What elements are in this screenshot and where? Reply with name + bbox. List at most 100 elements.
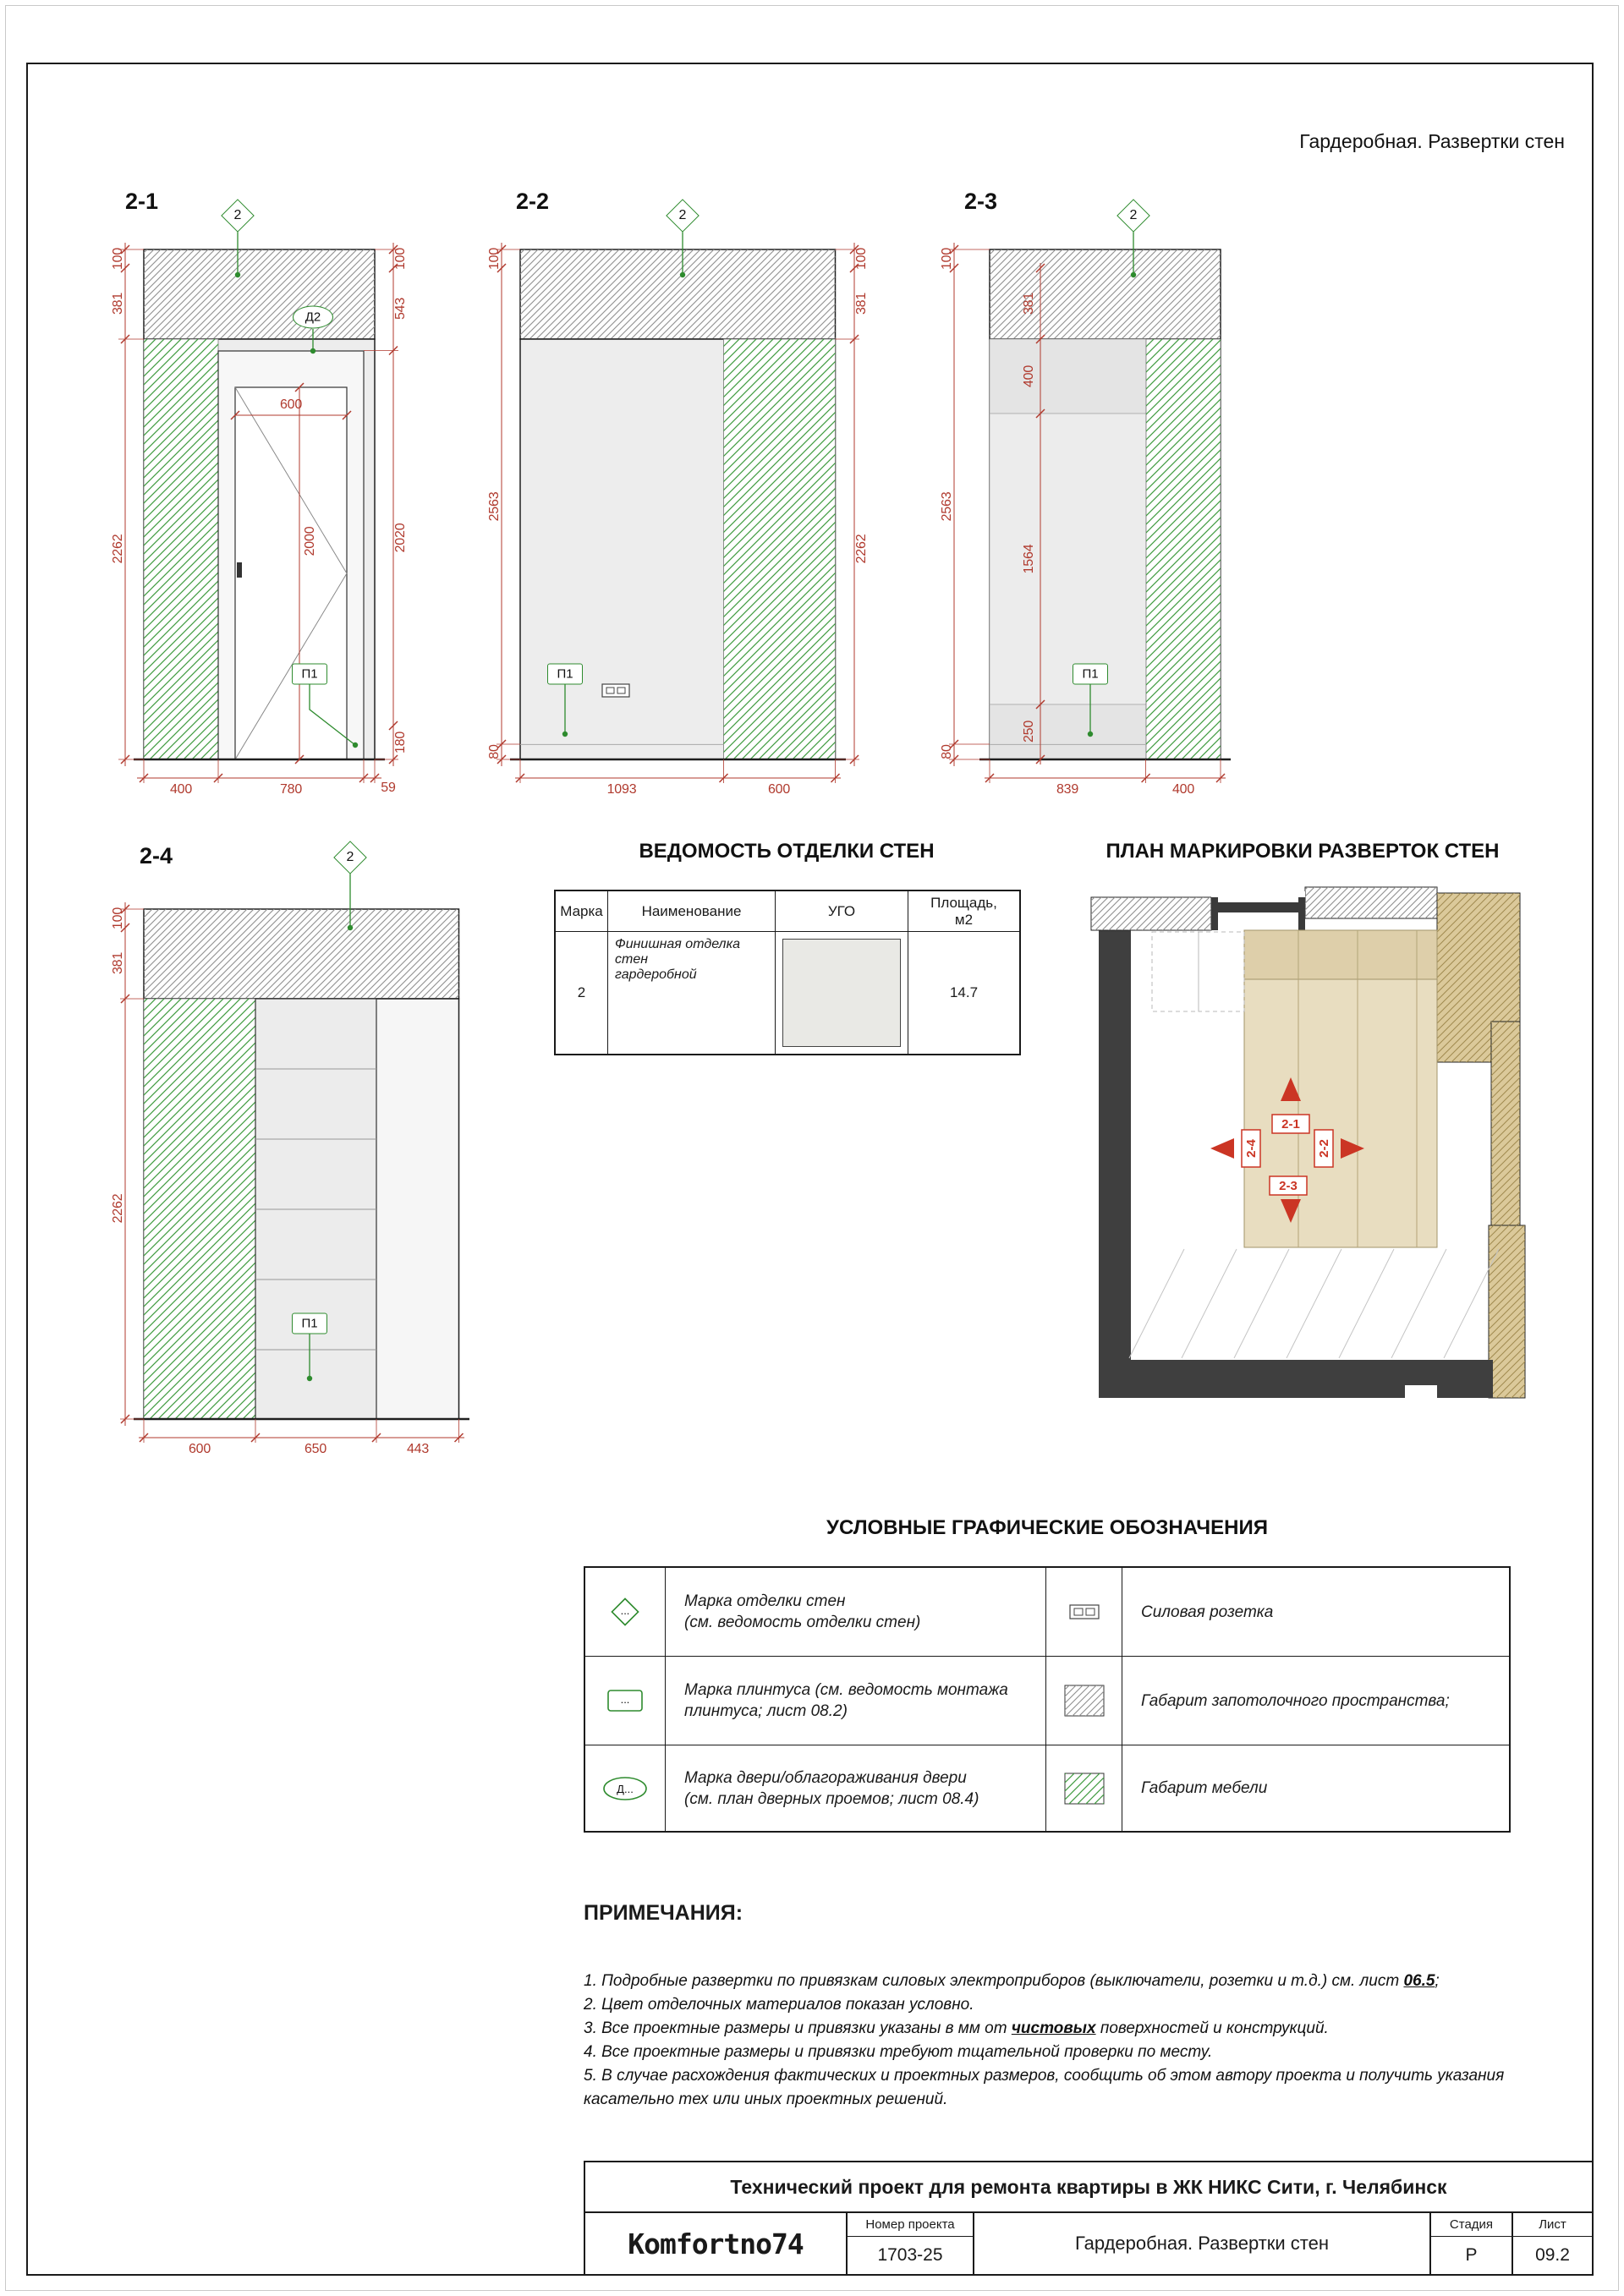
marker-leaders: [234, 231, 359, 748]
dim-label: 100: [111, 247, 125, 271]
dim-label: 543: [393, 297, 408, 321]
elevation-2-4: 2-4 2 П1 100 381 2262 600 650 443: [59, 833, 520, 1514]
svg-text:...: ...: [621, 1604, 630, 1617]
svg-text:Д...: Д...: [617, 1783, 634, 1795]
finish-swatch: [782, 939, 901, 1047]
marking-plan: 2-1 2-2 2-3: [1078, 879, 1552, 1471]
stage-value: Р: [1465, 2245, 1478, 2265]
dim-label: 600: [279, 397, 303, 412]
svg-text:2-3: 2-3: [1279, 1179, 1298, 1193]
legend-door-text: Марка двери/облагораживания двери (см. п…: [666, 1745, 1046, 1831]
dim-label: 59: [381, 781, 396, 795]
cell-mark: 2: [556, 932, 608, 1054]
project-number-label: Номер проекта: [848, 2213, 973, 2237]
dim-label: 2262: [111, 1193, 125, 1224]
stage-cell: Стадия Р: [1431, 2213, 1513, 2274]
legend-furniture-hatch-icon: [1046, 1745, 1122, 1831]
title-block: Технический проект для ремонта квартиры …: [584, 2161, 1594, 2276]
elevation-2-4-drawing: [120, 873, 469, 1443]
note-2: 2. Цвет отделочных материалов показан ус…: [584, 1996, 974, 2014]
elevation-label: 2-2: [516, 189, 550, 214]
note-1: 1. Подробные развертки по привязкам сило…: [584, 1972, 1440, 1990]
note-sheet-link: 06.5: [1403, 1972, 1435, 1990]
elevation-2-1-drawing: [118, 231, 398, 783]
note-5: 5. В случае расхождения фактических и пр…: [584, 2067, 1505, 2108]
plinth-marker: П1: [292, 1312, 327, 1334]
ceiling-space-hatch: [144, 909, 459, 999]
door-marker: Д2: [293, 305, 333, 329]
dim-label: 1093: [606, 782, 637, 797]
dim-label: 600: [767, 782, 791, 797]
legend-socket-text: Силовая розетка: [1122, 1568, 1509, 1657]
dim-label: 100: [854, 247, 869, 271]
dim-label: 80: [940, 744, 954, 759]
svg-text:2-1: 2-1: [1281, 1117, 1300, 1132]
dim-label: 100: [487, 247, 502, 271]
project-number-value: 1703-25: [877, 2245, 943, 2265]
elevation-label: 2-4: [140, 843, 173, 869]
legend-title: УСЛОВНЫЕ ГРАФИЧЕСКИЕ ОБОЗНАЧЕНИЯ: [826, 1516, 1268, 1539]
plan-shelf-dashed: [1151, 931, 1245, 1012]
dim-label: 2020: [393, 523, 408, 553]
furniture-hatch: [1145, 338, 1221, 760]
legend-furniture-text: Габарит мебели: [1141, 1779, 1268, 1797]
dim-label: 381: [854, 292, 869, 315]
furniture-hatch: [143, 998, 256, 1420]
plan-column-hatch: [1436, 892, 1526, 1399]
plan-wall-left: [1099, 897, 1131, 1378]
dim-label: 100: [940, 247, 954, 271]
legend-finish-marker-icon: ...: [585, 1568, 666, 1657]
plan-title: ПЛАН МАРКИРОВКИ РАЗВЕРТОК СТЕН: [1106, 840, 1500, 863]
dim-label: 400: [169, 782, 193, 797]
dim-label: 839: [1056, 782, 1079, 797]
dimension-lines: [120, 902, 464, 1443]
dim-label: 650: [304, 1442, 327, 1456]
dim-label: 1564: [1022, 544, 1036, 574]
col-header-area: Площадь, м2: [908, 891, 1019, 932]
note-3: 3. Все проектные размеры и привязки указ…: [584, 2019, 1329, 2037]
plan-wall-top: [1090, 886, 1438, 931]
page-edge: [5, 5, 1619, 2291]
col-header-name: Наименование: [608, 891, 776, 932]
note-emphasis: чистовых: [1011, 2019, 1096, 2037]
dim-label: 2262: [854, 534, 869, 564]
legend-socket-icon: [1046, 1568, 1122, 1657]
marker-leaders: [306, 873, 354, 1382]
legend-plinth-text: Марка плинтуса (см. ведомость монтажа пл…: [666, 1657, 1046, 1745]
plan-marker-2-2: 2-2: [1314, 1129, 1364, 1168]
notes-section: ПРИМЕЧАНИЯ: 1. Подробные развертки по пр…: [584, 1901, 1506, 2112]
legend-finish-text: Марка отделки стен (см. ведомость отделк…: [666, 1568, 1046, 1657]
marker-leaders: [1087, 231, 1137, 737]
cell-name: Финишная отделка стен гардеробной: [608, 932, 776, 1054]
ceiling-space-hatch: [144, 249, 375, 339]
elevation-label: 2-3: [964, 189, 998, 214]
plan-floor-lines: [1128, 1248, 1500, 1359]
sheet-header-title: Гардеробная. Развертки стен: [1299, 130, 1565, 152]
dimension-lines: [118, 243, 398, 783]
dimension-lines: [497, 243, 859, 783]
elevation-label: 2-1: [125, 189, 159, 214]
elevation-2-2-drawing: [497, 231, 859, 783]
col-header-ugo: УГО: [776, 891, 908, 932]
svg-text:2-4: 2-4: [1244, 1139, 1259, 1158]
legend-table: ... Марка отделки стен (см. ведомость от…: [584, 1566, 1511, 1833]
legend-door-marker-icon: Д...: [585, 1745, 666, 1831]
legend-ceiling-text: Габарит запотолочного пространства;: [1122, 1657, 1509, 1745]
plinth-marker: П1: [292, 663, 327, 685]
wall-finish-marker: 2: [332, 840, 368, 875]
sheet-label: Лист: [1513, 2213, 1592, 2237]
plan-door: [1211, 891, 1305, 930]
power-socket-icon: [601, 683, 630, 698]
dim-label: 381: [1022, 292, 1036, 315]
elevation-2-1: 2-1 2 Д2 П1 100 381 2262 100 543 2020 18…: [59, 182, 423, 833]
dim-label: 381: [111, 292, 125, 315]
company-logo: Komfortno74: [585, 2213, 848, 2274]
door-handle: [237, 562, 242, 578]
dim-label: 600: [188, 1442, 211, 1456]
dimension-lines: [949, 243, 1226, 783]
cabinet-front: [989, 338, 1147, 760]
note-4: 4. Все проектные размеры и привязки треб…: [584, 2043, 1213, 2061]
wall-finish-marker: 2: [665, 198, 700, 233]
project-title: Технический проект для ремонта квартиры …: [585, 2162, 1592, 2213]
dim-label: 100: [111, 907, 125, 930]
